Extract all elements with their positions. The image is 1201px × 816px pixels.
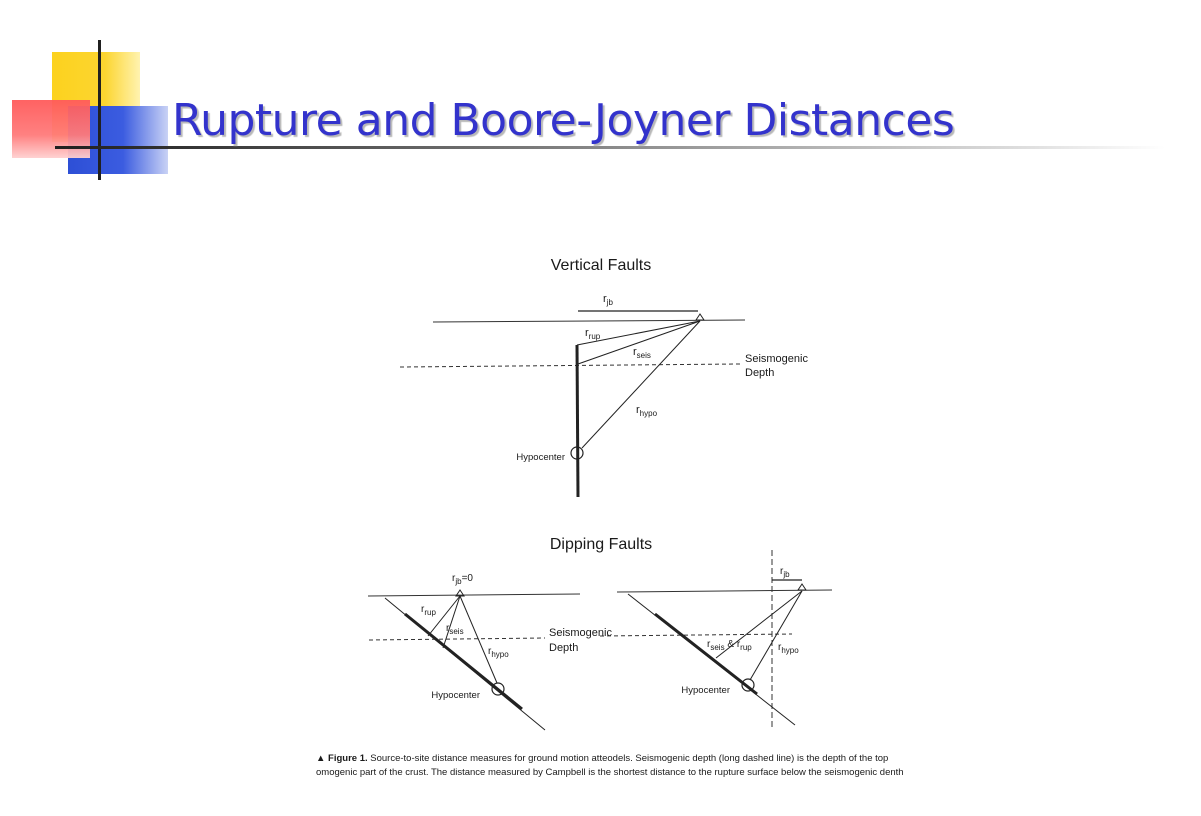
title-decoration-vertical-line xyxy=(98,40,101,180)
vertical-rseis-line xyxy=(577,320,701,365)
dipping-left-rrup-line xyxy=(427,595,461,637)
dipping-left-rseis-line xyxy=(442,595,461,649)
dipping-faults-title: Dipping Faults xyxy=(550,536,652,553)
dipping-right-site-marker-icon xyxy=(797,583,807,591)
dipping-left-rrup-label: rrup xyxy=(421,604,436,617)
dipping-right-seismogenic-depth-line xyxy=(599,633,793,637)
caption-text-1: Source-to-site distance measures for gro… xyxy=(370,753,889,764)
caption-line-1: ▲ Figure 1. Source-to-site distance meas… xyxy=(316,752,916,766)
slide-title: Rupture and Boore-Joyner Distances xyxy=(172,95,955,146)
caption-marker-icon: ▲ xyxy=(316,753,326,764)
dipping-right-rseis-rup-label: rseis & rrup xyxy=(707,639,752,652)
dipping-left-hypocenter-label: Hypocenter xyxy=(431,690,480,701)
dipping-left-rjb-label: rjb=0 xyxy=(452,573,473,586)
dipping-right-hypocenter-marker-icon xyxy=(741,678,755,692)
dipping-right-rhypo-label: rhypo xyxy=(778,642,799,655)
vertical-rrup-label: rrup xyxy=(585,327,601,341)
dipping-left-rseis-label: rseis xyxy=(446,623,464,636)
caption-figure-label: Figure 1. xyxy=(328,753,368,764)
figure-caption: ▲ Figure 1. Source-to-site distance meas… xyxy=(316,752,916,780)
title-underline xyxy=(55,146,1165,149)
dipping-left-hypocenter-marker-icon xyxy=(491,682,505,696)
dipping-right-rhypo-line xyxy=(749,590,803,681)
vertical-rhypo-label: rhypo xyxy=(636,404,658,418)
dipping-seismogenic-label: Seismogenic xyxy=(549,627,612,639)
dipping-left-rhypo-label: rhypo xyxy=(488,646,509,659)
vertical-rjb-label: rjb xyxy=(603,293,613,307)
vertical-rhypo-line xyxy=(581,320,701,449)
vertical-hypocenter-label: Hypocenter xyxy=(516,452,565,463)
vertical-fault-trace xyxy=(575,344,580,498)
vertical-seismogenic-depth-line xyxy=(399,363,741,368)
caption-text-2: omogenic part of the crust. The distance… xyxy=(316,767,904,778)
dipping-depth-label: Depth xyxy=(549,642,578,654)
dipping-left-seismogenic-depth-line xyxy=(368,637,546,641)
vertical-seismogenic-label: Seismogenic xyxy=(745,353,808,365)
dipping-right-rseis-rup-line xyxy=(715,590,803,659)
vertical-rseis-label: rseis xyxy=(633,346,651,360)
dipping-left-rhypo-line xyxy=(459,595,498,684)
dipping-right-ground-surface xyxy=(616,589,833,593)
vertical-faults-title: Vertical Faults xyxy=(551,257,651,274)
vertical-depth-label: Depth xyxy=(745,367,774,379)
dipping-left-ground-surface xyxy=(367,593,581,597)
vertical-hypocenter-marker-icon xyxy=(570,446,584,460)
vertical-rrup-line xyxy=(576,320,701,346)
vertical-ground-surface xyxy=(432,319,746,323)
dipping-right-fault-trace xyxy=(654,612,758,696)
dipping-right-hypocenter-label: Hypocenter xyxy=(681,685,730,696)
vertical-site-marker-icon xyxy=(695,313,705,321)
dipping-right-rjb-label: rjb xyxy=(780,566,790,579)
